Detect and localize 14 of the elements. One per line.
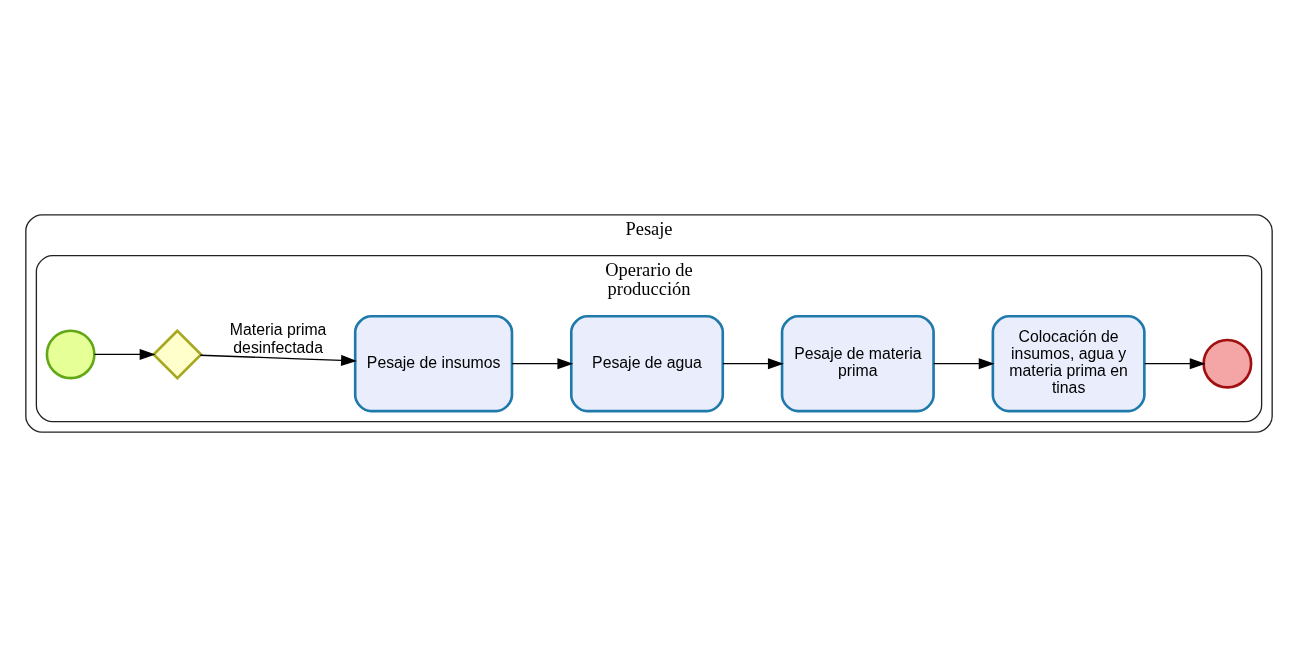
arrow: [933, 357, 995, 369]
node-box: Pesaje de materia prima: [780, 314, 935, 412]
node-box: Colocación de insumos, agua y materia prima en tinas: [991, 314, 1146, 412]
node-diamond: [151, 328, 203, 380]
arrow: [199, 354, 357, 366]
node-circle: [45, 328, 96, 379]
node-circle: [1202, 338, 1253, 389]
node-box: Pesaje de insumos: [353, 314, 514, 412]
edge-label: Materia prima desinfectada: [229, 320, 327, 356]
node-box: Pesaje de agua: [569, 314, 725, 412]
arrow: [93, 348, 156, 360]
arrow: [1144, 357, 1206, 369]
arrow: [511, 357, 574, 369]
arrow: [722, 357, 784, 369]
